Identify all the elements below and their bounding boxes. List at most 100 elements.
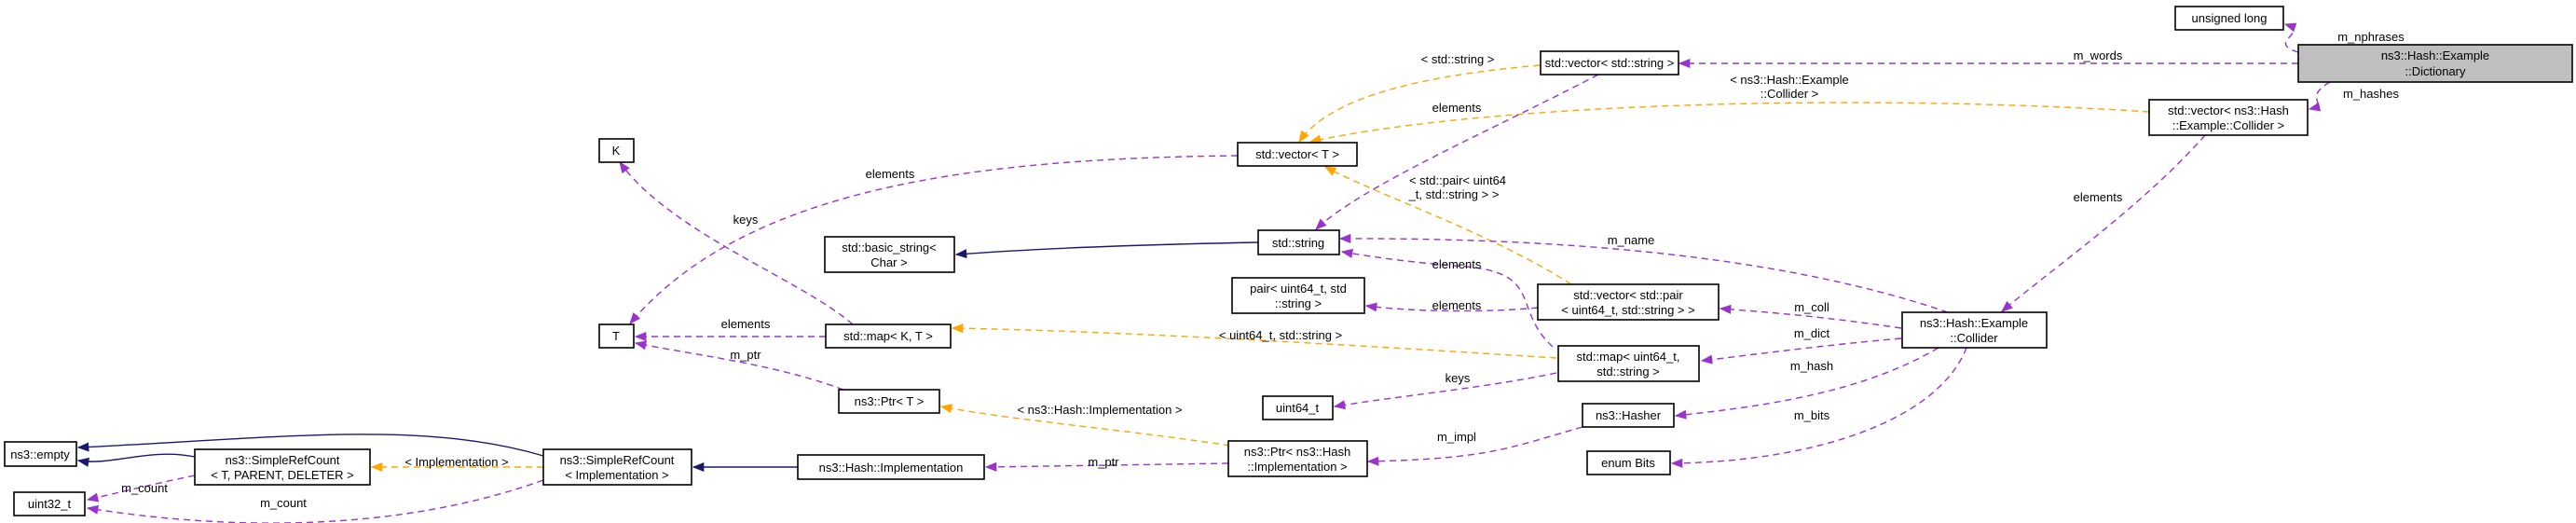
node-enum-bits[interactable]: enum Bits — [1586, 450, 1671, 475]
label-map-uint64-elements: elements — [1432, 257, 1482, 271]
label-m-hash: m_hash — [1790, 359, 1833, 373]
node-label: ::Dictionary — [2405, 64, 2466, 78]
node-label: unsigned long — [2192, 11, 2268, 25]
edge-m-nphrases — [2283, 22, 2299, 53]
node-label: < Implementation > — [565, 468, 668, 482]
edge-ptr-impl-m-ptr — [984, 461, 1229, 472]
node-label: ns3::Hash::Example — [2381, 48, 2489, 62]
node-vector-pair[interactable]: std::vector< std::pair< uint64_t, std::s… — [1537, 283, 1720, 321]
node-map-kt[interactable]: std::map< K, T > — [825, 323, 952, 349]
node-basic-string[interactable]: std::basic_string<Char > — [824, 236, 955, 273]
label-vec-collider-elements: elements — [2074, 190, 2123, 204]
node-empty[interactable]: ns3::empty — [4, 441, 77, 467]
edge-ptr-impl-tmpl — [939, 404, 1231, 447]
node-label: ns3::SimpleRefCount — [560, 453, 675, 467]
node-label: std::map< K, T > — [843, 329, 933, 343]
edge-src-tpd-empty — [76, 453, 196, 467]
node-pair[interactable]: pair< uint64_t, std::string > — [1231, 277, 1365, 314]
label-ptr-impl-tmpl: < ns3::Hash::Implementation > — [1017, 403, 1182, 417]
edge-vec-t-elements — [629, 155, 1239, 324]
edges — [76, 22, 2331, 523]
label-m-name: m_name — [1608, 233, 1655, 247]
edge-m-hashes — [2308, 81, 2331, 112]
label-vec-string-elements: elements — [1432, 101, 1482, 115]
edge-src-impl-empty — [76, 434, 544, 457]
edge-m-coll — [1719, 304, 1902, 329]
edge-m-dict — [1700, 337, 1902, 365]
node-label: ns3::Hasher — [1596, 408, 1662, 422]
node-label: uint64_t — [1276, 401, 1320, 415]
node-uint32-t[interactable]: uint32_t — [13, 491, 86, 516]
node-label: pair< uint64_t, std — [1250, 282, 1347, 296]
label-vec-collider-tmpl-1: < ns3::Hash::Example — [1730, 73, 1849, 87]
node-dictionary[interactable]: ns3::Hash::Example::Dictionary — [2297, 44, 2573, 83]
edge-labels: m_nphrases m_words m_hashes < std::strin… — [121, 30, 2405, 510]
node-ptr-t[interactable]: ns3::Ptr< T > — [838, 389, 940, 414]
node-label: std::vector< std::string > — [1545, 56, 1675, 70]
node-label: < T, PARENT, DELETER > — [211, 468, 353, 482]
edge-vec-pair-elements — [1364, 302, 1539, 312]
edge-vec-pair-tmpl — [1323, 166, 1572, 285]
node-label: ns3::Hash::Example — [1920, 316, 2028, 330]
node-hash-impl[interactable]: ns3::Hash::Implementation — [797, 454, 985, 480]
node-vector-t[interactable]: std::vector< T > — [1237, 142, 1358, 167]
node-label: ::Implementation > — [1247, 460, 1347, 474]
edge-m-bits — [1670, 347, 1967, 468]
edge-map-uint64-tmpl — [951, 323, 1557, 359]
node-vector-collider[interactable]: std::vector< ns3::Hash::Example::Collide… — [2148, 99, 2309, 136]
node-label: std::basic_string< — [842, 241, 937, 255]
label-map-uint64-tmpl: < uint64_t, std::string > — [1219, 328, 1342, 342]
node-label: uint32_t — [28, 497, 72, 511]
label-ptr-t-m-ptr: m_ptr — [730, 348, 761, 362]
label-map-uint64-keys: keys — [1446, 371, 1471, 385]
label-m-coll: m_coll — [1794, 300, 1829, 314]
edge-vec-string-elements — [1315, 74, 1599, 230]
label-vec-pair-tmpl-1: < std::pair< uint64 — [1409, 173, 1506, 187]
edge-std-string-inherit — [954, 241, 1259, 259]
edge-vec-collider-tmpl — [1309, 102, 2150, 145]
node-uint64-t[interactable]: uint64_t — [1262, 395, 1334, 420]
edge-m-count-1 — [86, 475, 196, 502]
node-label: ns3::Ptr< T > — [855, 394, 925, 408]
edge-ptr-t-m-ptr — [634, 340, 844, 391]
label-vec-t-elements: elements — [866, 167, 915, 181]
node-unsigned-long[interactable]: unsigned long — [2174, 6, 2284, 31]
edge-map-uint64-elements — [1340, 248, 1554, 348]
node-label: std::string > — [1596, 365, 1660, 378]
label-vec-pair-tmpl-2: _t, std::string > > — [1408, 187, 1500, 201]
label-m-nphrases: m_nphrases — [2337, 30, 2405, 44]
node-collider[interactable]: ns3::Hash::Example::Collider — [1901, 311, 2048, 349]
node-t[interactable]: T — [598, 323, 635, 349]
node-label: std::vector< T > — [1255, 147, 1339, 161]
node-label: T — [612, 329, 620, 343]
label-src-tmpl: < Implementation > — [404, 455, 508, 469]
edge-vec-collider-elements — [2001, 134, 2206, 312]
node-label: ns3::Ptr< ns3::Hash — [1244, 445, 1351, 459]
node-label: enum Bits — [1601, 456, 1655, 470]
node-label: std::vector< ns3::Hash — [2168, 103, 2289, 117]
node-label: std::map< uint64_t, — [1577, 350, 1680, 364]
label-vec-string-tmpl: < std::string > — [1421, 52, 1495, 66]
node-label: std::vector< std::pair — [1573, 288, 1683, 302]
node-map-uint64[interactable]: std::map< uint64_t,std::string > — [1557, 345, 1700, 382]
label-map-kt-keys: keys — [733, 213, 759, 227]
node-src-impl[interactable]: ns3::SimpleRefCount< Implementation > — [542, 448, 692, 486]
node-std-string[interactable]: std::string — [1257, 229, 1340, 255]
edge-map-kt-keys — [619, 160, 854, 325]
label-vec-pair-elements: elements — [1432, 298, 1482, 312]
label-map-kt-elements: elements — [721, 317, 771, 331]
node-label: < uint64_t, std::string > > — [1561, 303, 1694, 317]
node-label: ::Example::Collider > — [2172, 118, 2284, 132]
node-label: ns3::Hash::Implementation — [819, 461, 964, 475]
node-label: ::Collider — [1950, 331, 1998, 345]
node-hasher[interactable]: ns3::Hasher — [1582, 403, 1675, 428]
node-label: ns3::empty — [10, 447, 70, 461]
node-src-tpd[interactable]: ns3::SimpleRefCount< T, PARENT, DELETER … — [194, 448, 371, 486]
label-m-dict: m_dict — [1794, 326, 1830, 340]
label-m-count-1: m_count — [121, 481, 168, 495]
label-m-count-2: m_count — [260, 496, 307, 510]
node-k[interactable]: K — [598, 138, 635, 163]
node-label: Char > — [870, 255, 907, 269]
node-vector-string[interactable]: std::vector< std::string > — [1540, 50, 1679, 76]
node-ptr-impl[interactable]: ns3::Ptr< ns3::Hash::Implementation > — [1227, 440, 1368, 477]
